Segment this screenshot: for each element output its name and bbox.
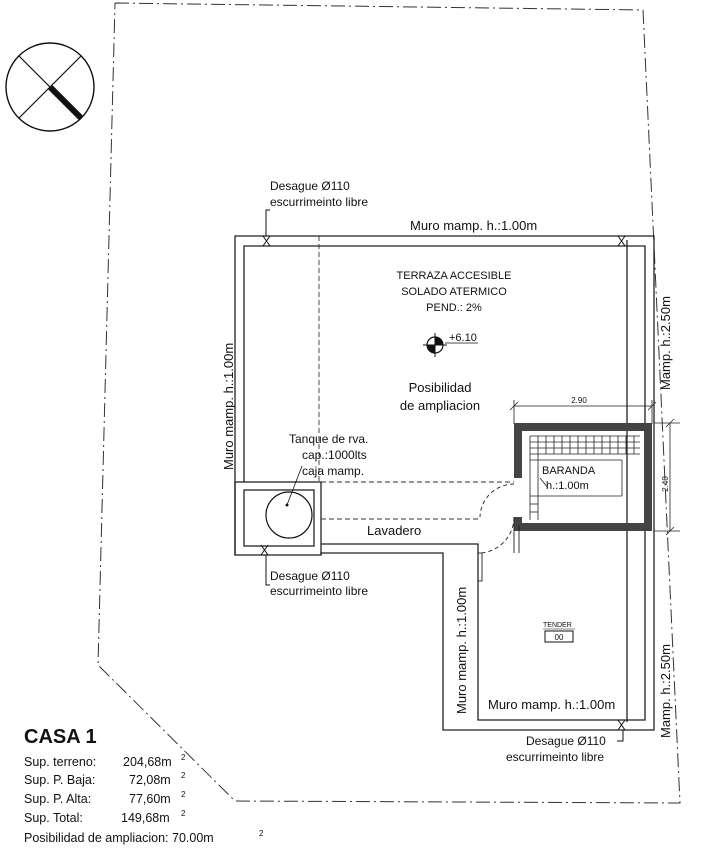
terrace-walls (234, 235, 655, 731)
rail-label: BARANDA (542, 465, 596, 477)
stat-sup: 2 (181, 771, 186, 780)
stats-list: Sup. terreno: 204,68m 2 Sup. P. Baja: 72… (24, 753, 264, 845)
stair-height: 2.40 (661, 476, 670, 492)
stat-label: Sup. P. Baja: (24, 773, 95, 787)
wall-label-top: Muro mamp. h.:1.00m (410, 218, 537, 233)
stat-sup: 2 (259, 829, 264, 838)
terrace-title: TERRAZA ACCESIBLE (397, 270, 512, 282)
north-arrow-icon (5, 42, 95, 132)
drain-note-top: Desague Ø110 escurrimeinto libre (265, 179, 368, 236)
stat-label: Sup. Total: (24, 811, 83, 825)
stat-sup: 2 (181, 790, 186, 799)
wall-label-right-top: Mamp. h.:2.50m (658, 296, 673, 390)
tank-line1: Tanque de rva. (289, 432, 368, 446)
stat-value: 204,68m (123, 755, 172, 769)
rail-height: h.:1.00m (546, 480, 589, 492)
wall-label-inner-left: Muro mamp. h.:1.00m (454, 587, 469, 714)
drain-note: escurrimeinto libre (506, 750, 604, 764)
terrace-floor: SOLADO ATERMICO (401, 286, 507, 298)
stair-dimensions (509, 400, 680, 536)
stair-wall (514, 423, 652, 531)
stat-value: 72,08m (129, 773, 171, 787)
tank-line3: caja mamp. (302, 464, 364, 478)
expansion-line1: Posibilidad (409, 380, 472, 395)
stat-value: 77,60m (129, 792, 171, 806)
drain-note-left: Desague Ø110 escurrimeinto libre (265, 555, 368, 598)
stat-label: Sup. terreno: (24, 755, 96, 769)
drain-label: Desague Ø110 (270, 569, 350, 583)
wall-label-bottom: Muro mamp. h.:1.00m (488, 697, 615, 712)
wall-label-left: Muro mamp. h.:1.00m (221, 343, 236, 470)
stair-treads (529, 435, 640, 520)
house-title: CASA 1 (24, 726, 97, 748)
drain-icon (260, 235, 626, 731)
tender-label: TENDER (543, 622, 572, 629)
drain-note: escurrimeinto libre (270, 195, 368, 209)
drain-note-right: Desague Ø110 escurrimeinto libre (506, 730, 624, 764)
drain-label: Desague Ø110 (526, 734, 606, 748)
wall-label-right-bottom: Mamp. h.:2.50m (658, 644, 673, 738)
expansion-line2: de ampliacion (400, 398, 480, 413)
drain-label: Desague Ø110 (270, 179, 350, 193)
tank-line2: cap.:1000lts (302, 448, 367, 462)
level-marker-icon (423, 333, 478, 357)
hidden-lines (318, 236, 514, 520)
terrace-slope: PEND.: 2% (426, 302, 482, 314)
door (477, 483, 520, 582)
stair-width: 2.90 (571, 396, 587, 405)
stat-label: Sup. P. Alta: (24, 792, 91, 806)
drain-note: escurrimeinto libre (270, 584, 368, 598)
property-boundary (97, 2, 681, 804)
tender-value: 00 (555, 633, 564, 642)
tender-box (544, 630, 574, 643)
laundry-label: Lavadero (367, 523, 421, 538)
expansion-stat: Posibilidad de ampliacion: 70.00m (24, 831, 214, 845)
stat-sup: 2 (181, 809, 186, 818)
stat-sup: 2 (181, 753, 186, 762)
tank-icon (265, 491, 313, 539)
stat-value: 149,68m (121, 811, 170, 825)
level-value: +6.10 (449, 332, 477, 344)
